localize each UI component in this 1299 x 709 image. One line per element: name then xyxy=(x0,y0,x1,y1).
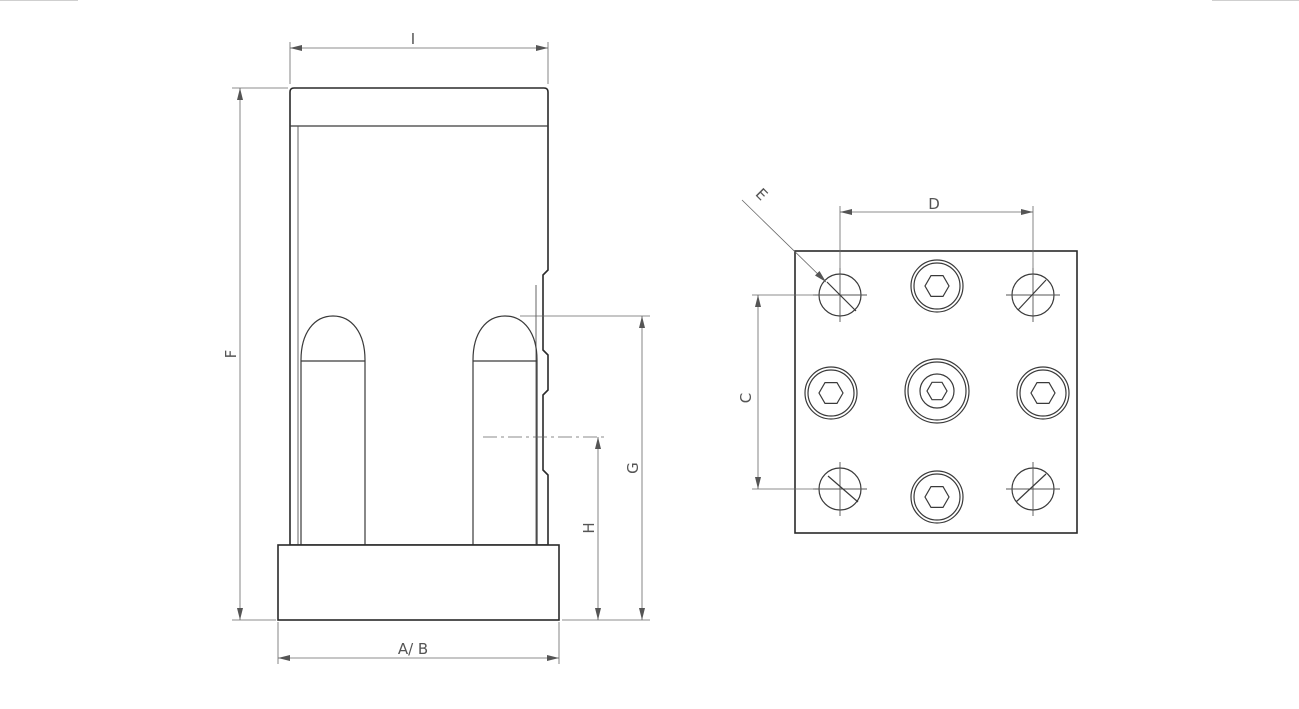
screw-top-center xyxy=(910,259,964,313)
dim-label-f: F xyxy=(222,350,240,359)
guide-pin-left xyxy=(300,315,366,545)
front-view-dimensions: I F G H A/ B xyxy=(222,30,650,664)
dim-label-g: G xyxy=(624,462,642,474)
front-view-body xyxy=(289,87,549,546)
dim-label-d: D xyxy=(928,195,940,213)
dim-label-i: I xyxy=(411,30,415,48)
dowel-hole-bottom-right xyxy=(1006,462,1060,516)
front-view xyxy=(277,87,560,621)
dim-label-e: E xyxy=(752,185,771,204)
dim-label-c: C xyxy=(737,393,755,403)
dim-label-h: H xyxy=(580,522,598,533)
top-view-plate xyxy=(794,250,1078,534)
guide-pin-right xyxy=(472,315,538,545)
dowel-hole-top-right xyxy=(1006,268,1060,322)
dowel-hole-bottom-left xyxy=(813,462,867,516)
base-plate xyxy=(277,544,560,621)
dowel-hole-top-left xyxy=(813,268,867,322)
screw-middle-right xyxy=(1016,366,1070,420)
screw-middle-left xyxy=(804,366,858,420)
dim-label-ab: A/ B xyxy=(398,640,428,658)
screw-center xyxy=(904,358,970,424)
top-view xyxy=(794,250,1078,534)
screw-bottom-center xyxy=(910,470,964,524)
